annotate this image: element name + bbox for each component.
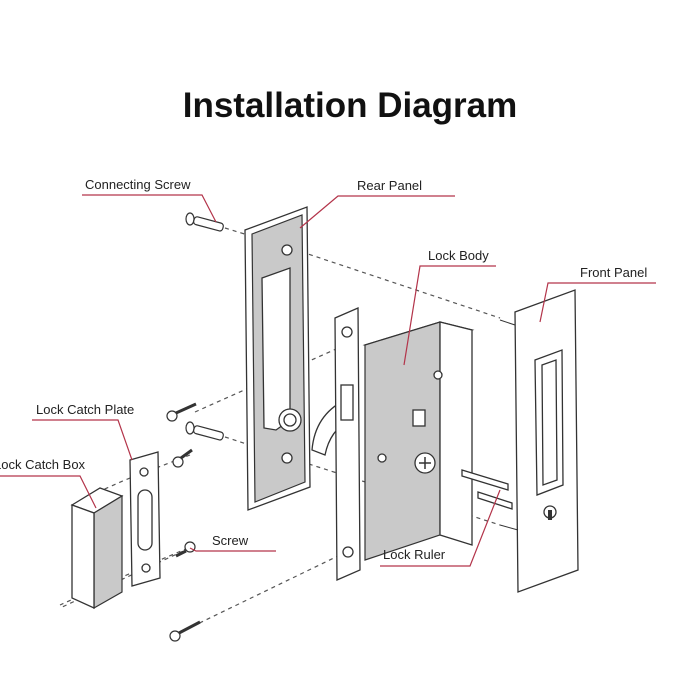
lock-body <box>311 321 475 561</box>
svg-text:Connecting Screw: Connecting Screw <box>85 177 191 192</box>
connecting-screw-bottom <box>185 421 224 441</box>
svg-text:Lock Body: Lock Body <box>428 248 489 263</box>
callout-lock-catch-box: Lock Catch Box <box>0 457 97 509</box>
svg-text:Screw: Screw <box>212 533 249 548</box>
callout-rear-panel: Rear Panel <box>299 178 455 229</box>
lock-catch-plate <box>129 451 161 587</box>
svg-text:Lock Catch Box: Lock Catch Box <box>0 457 86 472</box>
callout-screw: Screw <box>189 533 276 552</box>
callout-lock-body: Lock Body <box>403 248 496 366</box>
callout-lock-ruler: Lock Ruler <box>380 489 501 567</box>
svg-text:Lock Catch Plate: Lock Catch Plate <box>36 402 134 417</box>
lock-ruler <box>461 469 513 510</box>
rear-panel <box>244 206 311 511</box>
diagram-title: Installation Diagram <box>182 86 518 125</box>
lock-catch-box <box>70 487 124 610</box>
callout-connecting-screw: Connecting Screw <box>82 177 217 223</box>
callout-front-panel: Front Panel <box>539 265 656 323</box>
wood-screw-2 <box>172 448 193 468</box>
screws <box>166 212 224 642</box>
front-panel <box>499 289 579 593</box>
svg-text:Rear Panel: Rear Panel <box>357 178 422 193</box>
callout-lock-catch-plate: Lock Catch Plate <box>32 402 134 461</box>
connecting-screw-top <box>185 212 224 232</box>
lock-faceplate <box>334 307 361 581</box>
wood-screw-4 <box>169 620 201 642</box>
svg-text:Lock Ruler: Lock Ruler <box>383 547 446 562</box>
wood-screw-1 <box>166 402 197 422</box>
svg-text:Front Panel: Front Panel <box>580 265 647 280</box>
